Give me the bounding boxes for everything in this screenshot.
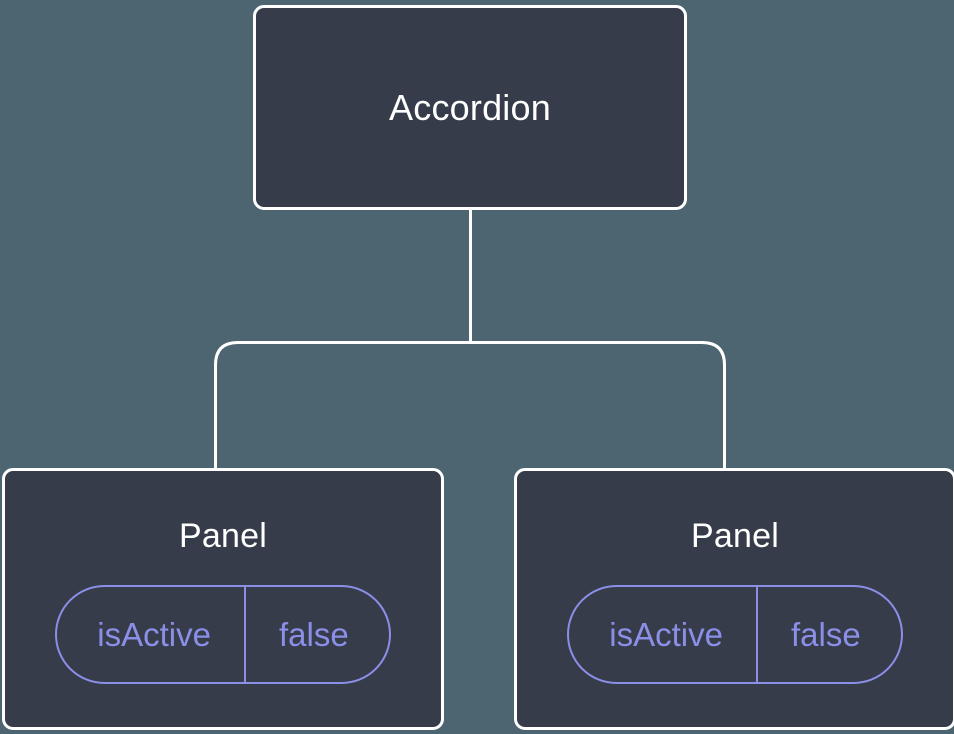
prop-badge-isactive-1[interactable]: isActive false: [55, 585, 391, 684]
node-accordion-label: Accordion: [389, 86, 551, 128]
prop-badge-isactive-2[interactable]: isActive false: [567, 585, 903, 684]
node-panel-1-label: Panel: [179, 517, 267, 555]
node-accordion[interactable]: Accordion: [253, 5, 687, 210]
node-panel-2-label: Panel: [691, 517, 779, 555]
node-panel-2[interactable]: Panel isActive false: [514, 468, 954, 730]
prop-badge-value-2: false: [755, 587, 901, 682]
node-panel-1[interactable]: Panel isActive false: [2, 468, 444, 730]
prop-badge-value-1: false: [243, 587, 389, 682]
edge-branch-right: [470, 341, 726, 470]
prop-badge-key-2: isActive: [609, 616, 723, 653]
prop-badge-key-1: isActive: [97, 616, 211, 653]
edge-branch-left: [214, 341, 471, 470]
